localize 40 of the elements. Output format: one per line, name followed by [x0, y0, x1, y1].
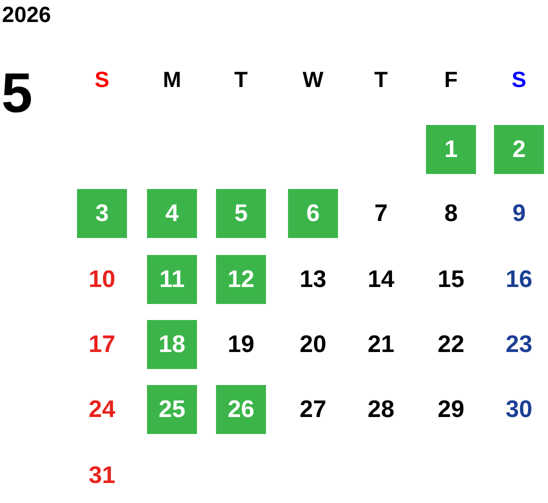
highlighted-date: 11	[147, 255, 197, 304]
day-number: 19	[228, 333, 254, 357]
day-number: 16	[506, 268, 532, 292]
day-number: 28	[368, 398, 394, 422]
highlighted-date: 4	[147, 189, 197, 238]
weekday-label: M	[162, 69, 182, 91]
day-number: 9	[512, 202, 526, 226]
weekday-label: F	[444, 69, 458, 91]
highlighted-date: 25	[147, 385, 197, 434]
day-number: 20	[300, 333, 326, 357]
day-number: 17	[88, 333, 116, 357]
weekday-label: T	[374, 69, 388, 91]
year-title: 2026	[2, 4, 51, 26]
day-number: 24	[88, 398, 116, 422]
day-number: 21	[368, 333, 394, 357]
highlighted-date: 6	[288, 189, 338, 238]
day-number: 27	[300, 398, 326, 422]
day-number: 7	[374, 202, 388, 226]
weekday-label: S	[94, 69, 110, 91]
weekday-label: W	[302, 69, 324, 91]
weekday-label: T	[234, 69, 248, 91]
day-number: 13	[300, 268, 326, 292]
day-number: 30	[506, 398, 532, 422]
day-number: 8	[444, 202, 458, 226]
day-number: 29	[438, 398, 464, 422]
highlighted-date: 2	[494, 125, 544, 174]
highlighted-date: 5	[216, 189, 266, 238]
highlighted-date: 1	[426, 125, 476, 174]
day-number: 15	[438, 268, 464, 292]
day-number: 23	[506, 333, 532, 357]
day-number: 14	[368, 268, 394, 292]
day-number: 10	[88, 268, 116, 292]
highlighted-date: 12	[216, 255, 266, 304]
day-number: 22	[438, 333, 464, 357]
highlighted-date: 26	[216, 385, 266, 434]
highlighted-date: 3	[77, 189, 127, 238]
month-number: 5	[1, 65, 33, 121]
highlighted-date: 18	[147, 320, 197, 369]
day-number: 31	[88, 464, 116, 488]
weekday-label: S	[512, 69, 526, 91]
